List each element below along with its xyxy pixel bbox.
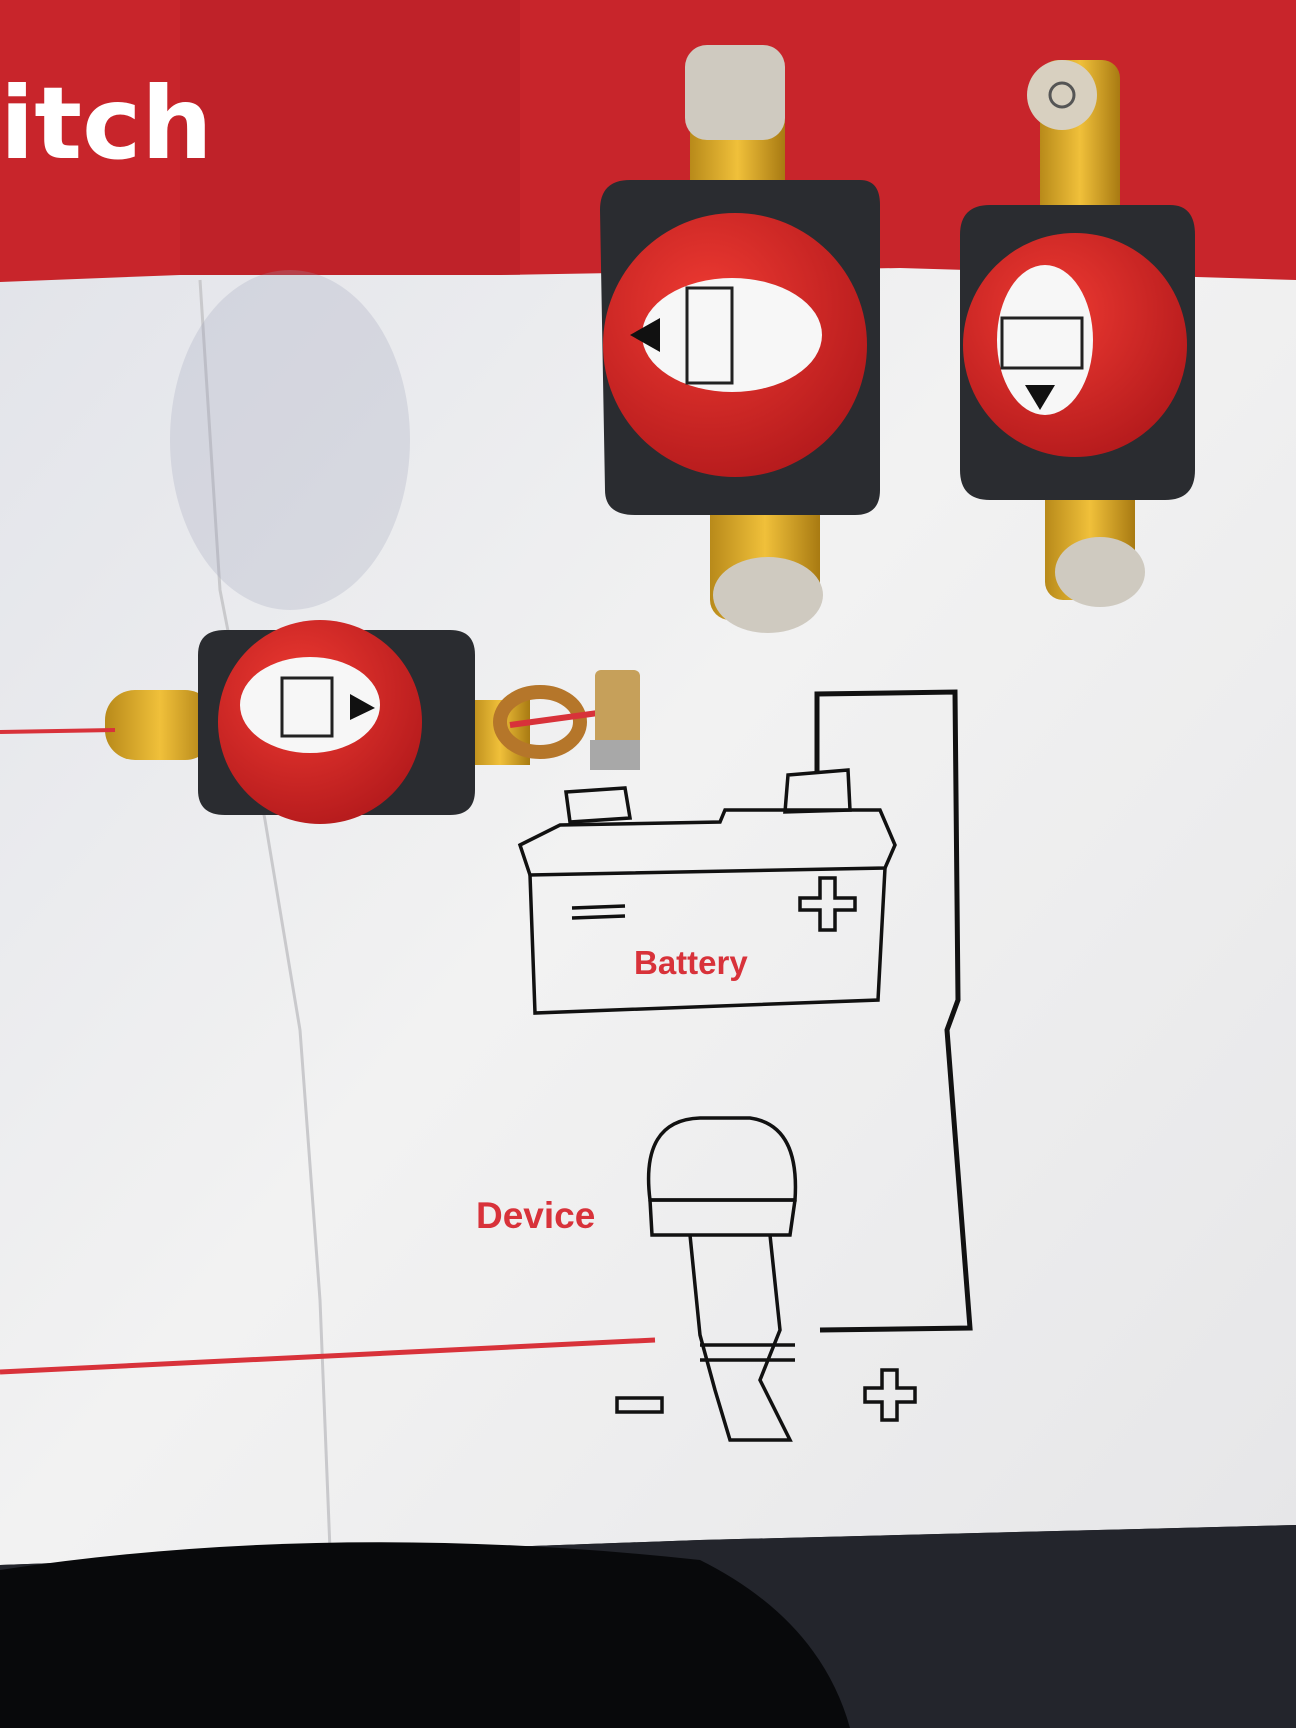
positive-wire xyxy=(814,689,973,1333)
divider-top xyxy=(0,728,116,734)
plus-sign-icon xyxy=(863,1368,917,1422)
divider-bottom xyxy=(0,1337,656,1375)
battery-label: Battery xyxy=(634,944,748,981)
battery-icon xyxy=(517,768,897,1015)
battery-switch-large xyxy=(600,45,880,633)
device-label: Device xyxy=(476,1195,595,1236)
outboard-motor-icon xyxy=(646,1116,798,1442)
dark-object xyxy=(0,1542,850,1728)
minus-sign-icon xyxy=(615,1396,664,1414)
battery-switch-installed xyxy=(105,620,640,824)
header-title-fragment: itch xyxy=(0,65,213,182)
paper-shadow xyxy=(170,270,410,610)
paper-fold xyxy=(198,279,332,1551)
header-band-shade xyxy=(180,0,520,275)
battery-switch-small xyxy=(960,60,1195,607)
